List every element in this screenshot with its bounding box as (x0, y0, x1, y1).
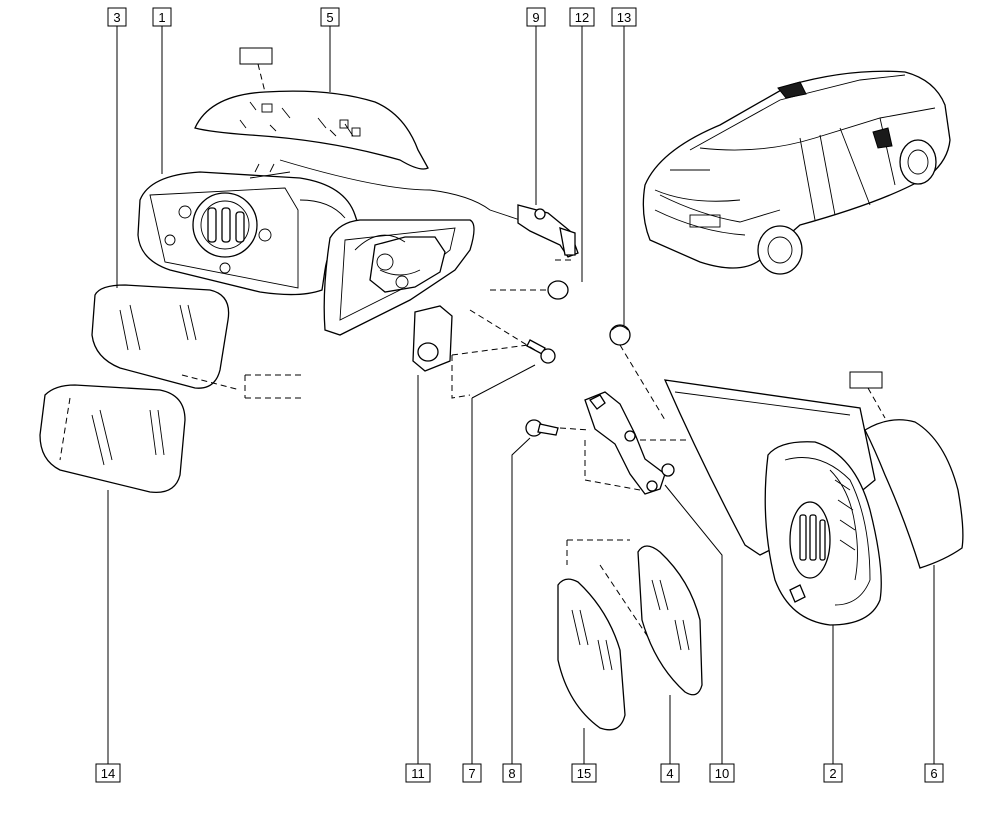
connector-part-9 (517, 204, 579, 258)
mirror-glass-part-4 (637, 545, 703, 696)
callout-14-label: 14 (101, 766, 115, 781)
mirror-cover-part-6 (864, 419, 964, 569)
mirror-glass-part-3 (91, 284, 230, 389)
callout-2: 2 (823, 763, 843, 783)
callout-2-label: 2 (829, 766, 836, 781)
callout-3-label: 3 (113, 10, 120, 25)
hinge-bracket-part-10 (584, 391, 675, 495)
callout-4-label: 4 (666, 766, 673, 781)
mirror-cover-part-5 (194, 90, 429, 170)
callout-9-label: 9 (532, 10, 539, 25)
callout-7: 7 (462, 763, 482, 783)
label-tag-right (849, 371, 883, 389)
callout-4: 4 (660, 763, 680, 783)
clip-part-13 (609, 324, 631, 346)
callout-13: 13 (611, 7, 637, 27)
callout-8: 8 (502, 763, 522, 783)
callout-10: 10 (709, 763, 735, 783)
mirror-housing-part-1 (137, 163, 361, 296)
screw-part-8 (525, 419, 559, 437)
mirror-glass-part-14 (39, 384, 186, 494)
callout-10-label: 10 (715, 766, 729, 781)
callout-5-label: 5 (326, 10, 333, 25)
callout-8-label: 8 (508, 766, 515, 781)
label-tag-top-left (239, 47, 273, 65)
callout-11: 11 (405, 763, 431, 783)
callout-7-label: 7 (468, 766, 475, 781)
callout-3: 3 (107, 7, 127, 27)
callout-6: 6 (924, 763, 944, 783)
callout-5: 5 (320, 7, 340, 27)
plug-part-12 (547, 280, 569, 300)
callout-12: 12 (569, 7, 595, 27)
callout-6-label: 6 (930, 766, 937, 781)
mirror-glass-part-15 (557, 578, 626, 731)
mirror-base-part-7 (279, 159, 521, 372)
callout-9: 9 (526, 7, 546, 27)
callout-1-label: 1 (158, 10, 165, 25)
leader-lines (107, 26, 935, 764)
screw-part-11 (526, 339, 556, 364)
callout-13-label: 13 (617, 10, 631, 25)
assembly-dashed-lines (181, 63, 886, 641)
callout-12-label: 12 (575, 10, 589, 25)
callout-15: 15 (571, 763, 597, 783)
callout-15-label: 15 (577, 766, 591, 781)
mirror-housing-part-2 (764, 441, 882, 626)
callout-11-label: 11 (411, 766, 425, 781)
callout-1: 1 (152, 7, 172, 27)
car-illustration (642, 70, 951, 275)
callout-14: 14 (95, 763, 121, 783)
